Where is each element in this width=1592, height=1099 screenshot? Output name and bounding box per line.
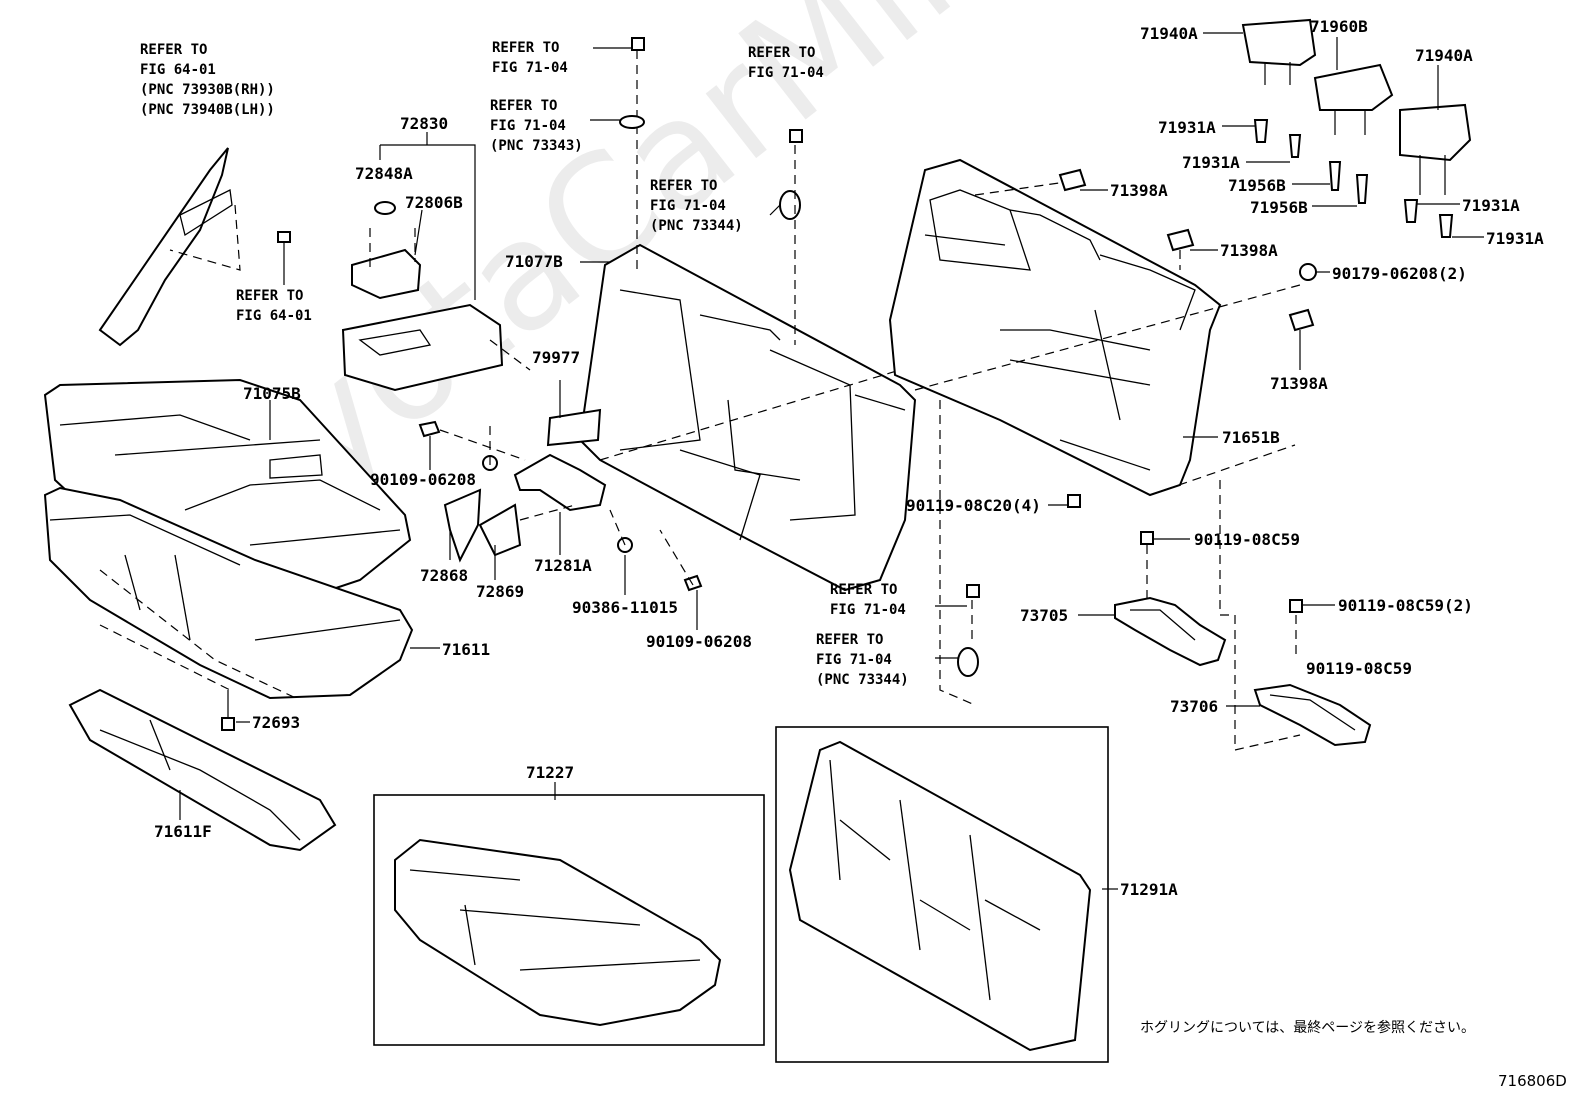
part-label-71960B[interactable]: 71960B — [1310, 17, 1368, 36]
seat-cushion-pad-drawing — [43, 486, 414, 701]
refer-note-pnc-73344-upper: REFER TO FIG 71-04 (PNC 73344) — [650, 178, 743, 234]
refer-note-pnc-73343: REFER TO FIG 71-04 (PNC 73343) — [490, 98, 583, 154]
fastener-leader-lines — [619, 37, 980, 706]
part-label-72693[interactable]: 72693 — [252, 713, 301, 732]
part-label-71931A-4[interactable]: 71931A — [1486, 229, 1544, 248]
part-label-71398A-2[interactable]: 71398A — [1220, 241, 1278, 260]
part-label-90119-08C20[interactable]: 90119-08C20(4) — [906, 496, 1041, 515]
diagram-id: 716806D — [1498, 1072, 1567, 1090]
part-label-72868[interactable]: 72868 — [420, 566, 469, 585]
part-label-71398A-3[interactable]: 71398A — [1270, 374, 1328, 393]
part-label-71281A[interactable]: 71281A — [534, 556, 592, 575]
refer-note-top-bolt: REFER TO FIG 71-04 — [492, 40, 568, 76]
part-label-90119-08C59-2[interactable]: 90119-08C59(2) — [1338, 596, 1473, 615]
refer-note-lower-bolt: REFER TO FIG 71-04 — [830, 582, 906, 618]
part-label-79977[interactable]: 79977 — [532, 348, 581, 367]
part-label-71931A-2[interactable]: 71931A — [1182, 153, 1240, 172]
part-label-71931A-1[interactable]: 71931A — [1158, 118, 1216, 137]
part-label-72830[interactable]: 72830 — [400, 114, 449, 133]
part-label-90109-06208-left[interactable]: 90109-06208 — [370, 470, 476, 489]
part-label-90386-11015[interactable]: 90386-11015 — [572, 598, 678, 617]
part-label-72848A[interactable]: 72848A — [355, 164, 413, 183]
cushion-pad-inset-drawing — [394, 838, 722, 1027]
cushion-frame-drawing — [68, 688, 337, 852]
part-label-71956B-1[interactable]: 71956B — [1228, 176, 1286, 195]
part-label-90119-08C59-3[interactable]: 90119-08C59 — [1306, 659, 1412, 678]
seat-rail-drawings — [1067, 480, 1372, 751]
hog-ring-note: ホグリングについては、最終ページを参照ください。 — [1140, 1020, 1476, 1036]
seat-hinge-bracket-drawing — [418, 369, 901, 592]
part-label-71651B[interactable]: 71651B — [1222, 428, 1280, 447]
label-leader-lines — [236, 32, 1484, 890]
part-label-71956B-2[interactable]: 71956B — [1250, 198, 1308, 217]
part-label-73705[interactable]: 73705 — [1020, 606, 1069, 625]
armrest-drawing — [341, 132, 531, 392]
refer-note-center-bolt: REFER TO FIG 71-04 — [748, 45, 824, 81]
seatback-board-drawing — [578, 243, 917, 592]
part-label-73706[interactable]: 73706 — [1170, 697, 1219, 716]
seatback-pad-inset-drawing — [788, 740, 1092, 1052]
part-label-71611[interactable]: 71611 — [442, 640, 491, 659]
part-label-71075B[interactable]: 71075B — [243, 384, 301, 403]
part-label-90119-08C59-1[interactable]: 90119-08C59 — [1194, 530, 1300, 549]
part-label-71291A[interactable]: 71291A — [1120, 880, 1178, 899]
refer-note-pnc-73344-lower: REFER TO FIG 71-04 (PNC 73344) — [816, 632, 909, 688]
part-label-90109-06208-right[interactable]: 90109-06208 — [646, 632, 752, 651]
pillar-trim-drawing — [98, 147, 291, 347]
inset-frame-seatback-pad — [775, 726, 1109, 1063]
part-label-72806B[interactable]: 72806B — [405, 193, 463, 212]
part-label-71077B[interactable]: 71077B — [505, 252, 563, 271]
part-label-71940A-left[interactable]: 71940A — [1140, 24, 1198, 43]
refer-note-pillar-bolt: REFER TO FIG 64-01 — [236, 288, 312, 324]
part-label-71398A-1[interactable]: 71398A — [1110, 181, 1168, 200]
part-label-72869[interactable]: 72869 — [476, 582, 525, 601]
seatback-cover-drawing — [888, 158, 1301, 497]
inset-frame-cushion-pad — [373, 794, 765, 1046]
part-label-90179-06208[interactable]: 90179-06208(2) — [1332, 264, 1467, 283]
part-label-71227[interactable]: 71227 — [526, 763, 575, 782]
part-label-71611F[interactable]: 71611F — [154, 822, 212, 841]
refer-note-pillar: REFER TO FIG 64-01 (PNC 73930B(RH)) (PNC… — [140, 42, 275, 118]
part-label-71940A-right[interactable]: 71940A — [1415, 46, 1473, 65]
headrest-drawings — [1058, 18, 1472, 332]
part-label-71931A-3[interactable]: 71931A — [1462, 196, 1520, 215]
